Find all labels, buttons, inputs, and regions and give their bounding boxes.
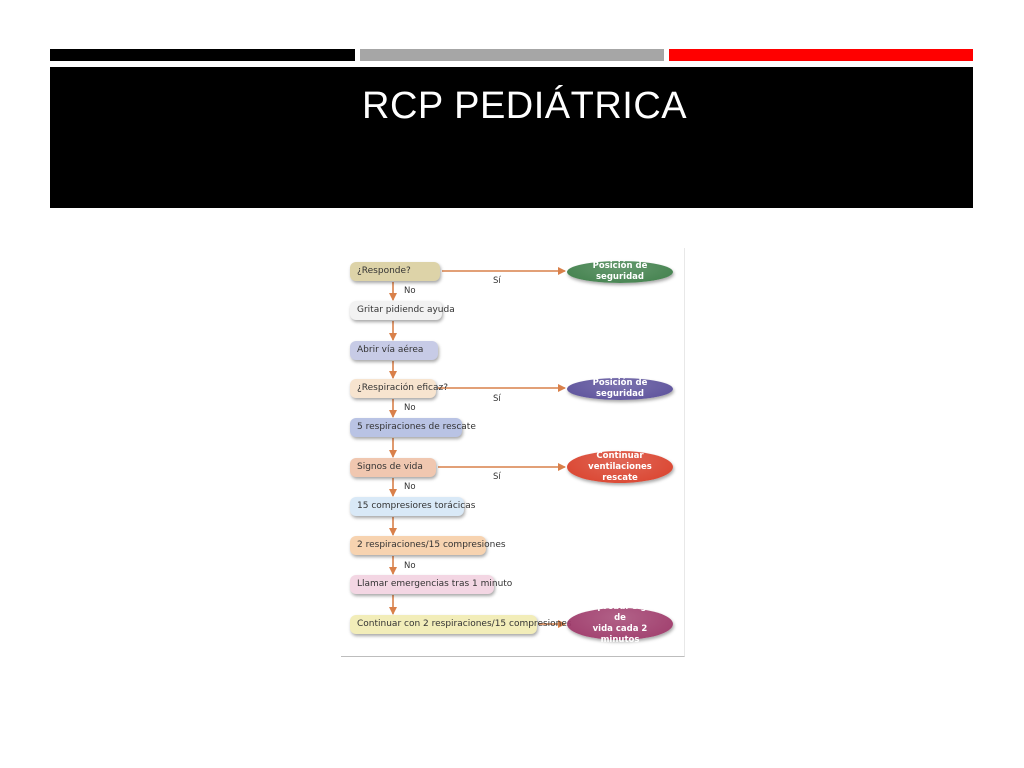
header-bar-gray: [360, 49, 664, 61]
edge-label-no-1: No: [404, 286, 416, 296]
edge-label-no-4: No: [404, 561, 416, 571]
header-bar-black: [50, 49, 355, 61]
step-signos-vida: Signos de vida: [350, 458, 436, 477]
outcome-comprobar-signos: Comprobar signos de vida cada 2 minutos: [567, 602, 673, 645]
edge-label-no-3: No: [404, 482, 416, 492]
step-respiraciones-rescate: 5 respiraciones de rescate: [350, 418, 476, 437]
step-compresiones-toracicas: 15 compresiores torácicas: [350, 497, 475, 516]
title-banner: RCP PEDIÁTRICA: [50, 67, 973, 208]
outcome-continuar-ventilaciones: Continuar ventilaciones rescate: [567, 451, 673, 483]
step-responde: ¿Responde?: [350, 262, 440, 281]
pediatric-cpr-flowchart: ¿Responde? Gritar pidiendc ayuda Abrir v…: [341, 248, 685, 657]
step-llamar-emergencias: Llamar emergencias tras 1 minuto: [350, 575, 512, 594]
slide-title: RCP PEDIÁTRICA: [362, 85, 688, 127]
flowchart-arrows: [389, 267, 566, 628]
edge-label-yes-1: Sí: [493, 276, 501, 286]
edge-label-yes-3: Sí: [493, 472, 501, 482]
step-2-respiraciones-15-compresiones: 2 respiraciones/15 compresiones: [350, 536, 506, 555]
outcome-posicion-seguridad-2: Posición de seguridad: [567, 378, 673, 400]
step-gritar-ayuda: Gritar pidiendc ayuda: [350, 301, 455, 320]
step-continuar-respiraciones: Continuar con 2 respiraciones/15 compres…: [350, 615, 572, 634]
step-abrir-via-aerea: Abrir vía aérea: [350, 341, 438, 360]
outcome-posicion-seguridad-1: Posición de seguridad: [567, 261, 673, 283]
header-bar-red: [669, 49, 973, 61]
edge-label-no-2: No: [404, 403, 416, 413]
step-respiracion-eficaz: ¿Respiración eficaz?: [350, 379, 448, 398]
edge-label-yes-2: Sí: [493, 394, 501, 404]
